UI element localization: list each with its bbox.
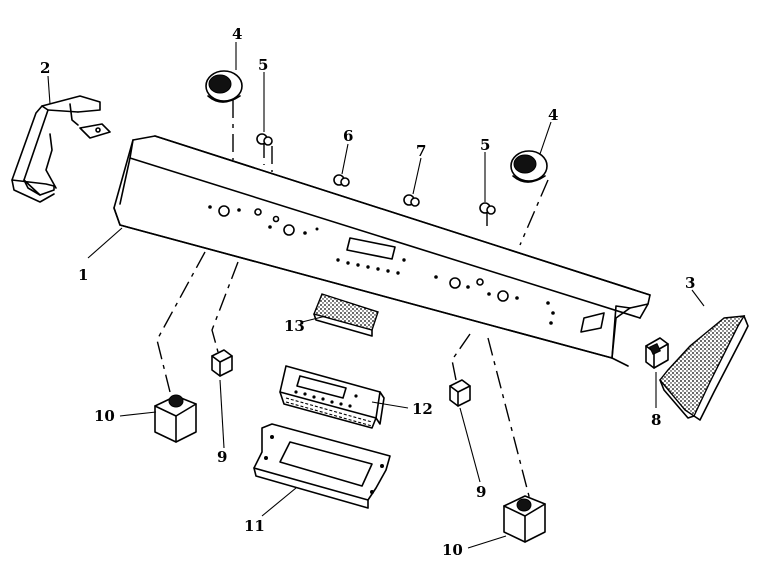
- stud-5-right: [479, 202, 496, 215]
- knob-right: [510, 150, 548, 183]
- callout-10-left: 10: [94, 407, 115, 425]
- callout-4-left: 4: [232, 25, 242, 43]
- switch-8: [645, 337, 669, 369]
- stud-7: [403, 194, 420, 207]
- assembly-lines: [156, 100, 549, 501]
- callout-9-right: 9: [476, 483, 486, 501]
- block-10-left: [154, 394, 197, 443]
- stud-5-left: [256, 133, 273, 146]
- control-panel: [113, 135, 651, 367]
- callout-4-right: 4: [548, 106, 558, 124]
- stud-6: [333, 174, 350, 187]
- callout-8: 8: [651, 411, 661, 429]
- block-10-right: [503, 495, 546, 543]
- callout-5-right: 5: [480, 136, 490, 154]
- callout-1: 1: [78, 266, 88, 284]
- callouts: 1 2 3 4 4 5 5 6 7 8 9 9 10 10 11 12 13: [40, 25, 695, 559]
- callout-9-left: 9: [217, 448, 227, 466]
- right-end-bracket: [659, 315, 749, 421]
- callout-6: 6: [343, 127, 353, 145]
- callout-10-right: 10: [442, 541, 463, 559]
- knob-left: [205, 70, 243, 103]
- callout-11: 11: [244, 517, 265, 535]
- clip-9-right: [449, 379, 471, 407]
- callout-5-left: 5: [258, 56, 268, 74]
- mounting-plate: [253, 423, 391, 509]
- callout-7: 7: [416, 142, 426, 160]
- leader-lines: [47, 42, 705, 549]
- clip-9-left: [211, 349, 233, 377]
- callout-12: 12: [412, 400, 433, 418]
- left-end-bracket: [11, 95, 111, 203]
- callout-2: 2: [40, 59, 50, 77]
- overlay-pad: [313, 293, 379, 337]
- control-module: [279, 365, 385, 429]
- callout-13: 13: [284, 317, 305, 335]
- callout-3: 3: [685, 274, 695, 292]
